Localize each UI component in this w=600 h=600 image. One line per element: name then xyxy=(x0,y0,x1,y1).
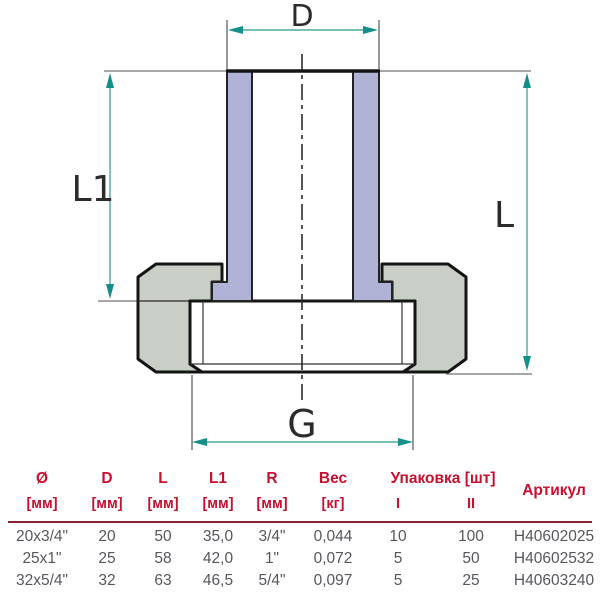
dim-label-g: G xyxy=(287,402,316,446)
arrow-g-right xyxy=(398,438,413,446)
col-header-weight: Вес xyxy=(318,470,348,487)
cell: 50 xyxy=(154,528,172,545)
col-header-r: R xyxy=(266,470,278,487)
cell: 20 xyxy=(98,528,116,545)
cell: 35,0 xyxy=(202,528,234,545)
cell: 42,0 xyxy=(202,550,234,567)
cell: 58 xyxy=(154,550,172,567)
col-header-l1: L1 xyxy=(208,470,228,487)
arrow-d-left xyxy=(228,26,243,34)
col-header-article: Артикул xyxy=(522,482,586,499)
cell: 25 xyxy=(462,572,480,589)
unit-weight: [кг] xyxy=(321,496,345,512)
cell: 20x3/4" xyxy=(15,528,69,545)
cell: 10 xyxy=(389,528,407,545)
arrow-d-right xyxy=(363,26,378,34)
cell: 25x1" xyxy=(22,550,62,567)
spec-table: Ø D L L1 R Вес Упаковка [шт] Артикул [мм… xyxy=(8,466,595,592)
cell: 5/4" xyxy=(258,572,286,589)
col-header-pack: Упаковка [шт] xyxy=(390,470,496,487)
cell: 5 xyxy=(393,550,403,567)
cell: 3/4" xyxy=(258,528,286,545)
dim-label-l1: L1 xyxy=(72,169,115,210)
header-divider xyxy=(8,521,592,523)
cell-article: H40602025 xyxy=(513,528,595,545)
cell: 1" xyxy=(264,550,280,567)
cell: 32x5/4" xyxy=(15,572,69,589)
unit-r: [мм] xyxy=(256,496,288,512)
cell: 0,072 xyxy=(313,550,353,567)
cell: 63 xyxy=(154,572,172,589)
col-header-diameter: Ø xyxy=(35,470,49,487)
arrow-l1-bottom xyxy=(106,284,114,299)
arrow-l-top xyxy=(523,73,531,88)
col-header-d: D xyxy=(101,470,113,487)
arrow-l1-top xyxy=(106,73,114,88)
cell: 0,044 xyxy=(313,528,353,545)
cell: 100 xyxy=(458,528,484,545)
pack-sub-1: I xyxy=(395,496,401,512)
dim-label-l: L xyxy=(494,195,514,236)
pack-sub-2: II xyxy=(466,496,476,512)
unit-d: [мм] xyxy=(91,496,123,512)
cell: 0,097 xyxy=(313,572,353,589)
fitting-technical-drawing: D L1 L G xyxy=(72,0,532,450)
cell: 5 xyxy=(393,572,403,589)
cell-article: H40603240 xyxy=(513,572,595,589)
cell: 50 xyxy=(462,550,480,567)
col-header-l: L xyxy=(158,470,168,487)
cell: 46,5 xyxy=(202,572,234,589)
cell: 25 xyxy=(98,550,116,567)
unit-l: [мм] xyxy=(147,496,179,512)
unit-l1: [мм] xyxy=(202,496,234,512)
cell: 32 xyxy=(98,572,116,589)
arrow-l-bottom xyxy=(523,356,531,371)
unit-diameter: [мм] xyxy=(26,496,58,512)
dim-label-d: D xyxy=(290,0,313,34)
arrow-g-left xyxy=(192,438,207,446)
cell-article: H40602532 xyxy=(513,550,595,567)
